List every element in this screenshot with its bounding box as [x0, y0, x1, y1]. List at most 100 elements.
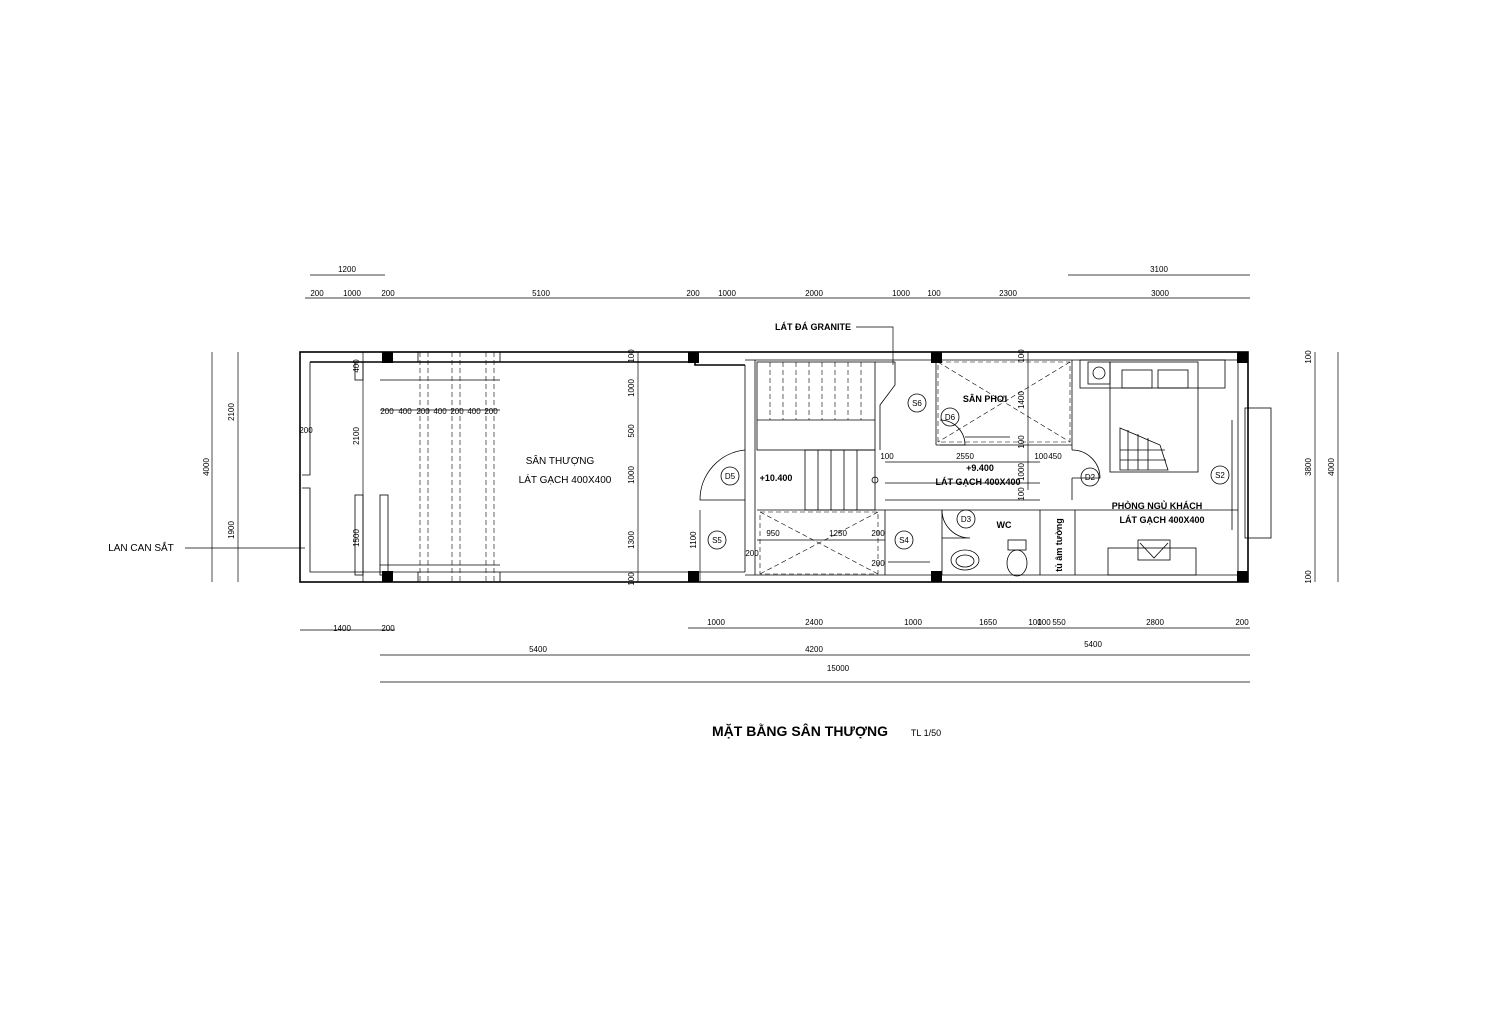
dim-top2: 2000 — [805, 289, 823, 298]
outer-wall-line — [299, 351, 1249, 583]
terrace-pergola — [354, 352, 501, 582]
drying-yard-skylight — [937, 361, 1071, 443]
terrace-inner-wall-top — [310, 361, 745, 366]
wc-fixtures — [950, 539, 1028, 577]
door-swing-d5 — [699, 449, 746, 501]
column — [382, 571, 393, 582]
granite-leader — [856, 326, 894, 365]
dim-bot1: 1000 — [707, 618, 725, 627]
dim-wc: 100 — [1017, 349, 1026, 363]
guest-floor-label: LÁT GẠCH 400X400 — [1119, 515, 1204, 525]
tag-s6: S6 — [912, 399, 922, 408]
dim-bot1: 2800 — [1146, 618, 1164, 627]
dim-top2: 200 — [381, 289, 395, 298]
dimension-text: 1200 3100 200 1000 200 5100 200 1000 200… — [202, 265, 1336, 673]
dim-left: 1900 — [227, 521, 236, 539]
wc-label: WC — [997, 520, 1012, 530]
column — [1237, 571, 1248, 582]
stair-lower-run — [804, 449, 876, 511]
guest-room-label: PHÒNG NGỦ KHÁCH — [1112, 500, 1203, 511]
dim-mid: 1000 — [627, 379, 636, 397]
dim-inner: 400 — [467, 407, 481, 416]
doors — [699, 419, 1101, 539]
dim-bot1: 550 — [1052, 618, 1066, 627]
dim-mid: 100 — [627, 572, 636, 586]
dim-top2: 200 — [686, 289, 700, 298]
dim-mid: 1300 — [627, 531, 636, 549]
dim-left: 1500 — [352, 529, 361, 547]
dim-right: 3800 — [1304, 458, 1313, 476]
bedside-lamp-shade — [1092, 366, 1106, 380]
bed-pillow — [1121, 369, 1153, 389]
stair-void-cross — [759, 511, 879, 575]
dim-bot2: 5400 — [1084, 640, 1102, 649]
tag-s6-circle — [907, 393, 927, 413]
wash-basin — [950, 549, 980, 571]
dim-bot1: 200 — [1235, 618, 1249, 627]
plan-title: MẶT BẰNG SÂN THƯỢNG — [712, 722, 888, 739]
dim-bot1: 100 — [1028, 618, 1042, 627]
plan-scale: TL 1/50 — [911, 728, 941, 738]
dim-inner-h: 1250 — [829, 529, 847, 538]
railing-note: LAN CAN SẮT — [108, 541, 174, 554]
dim-mid: 1100 — [689, 531, 698, 549]
tag-s5: S5 — [712, 536, 722, 545]
dim-wc: 1400 — [1017, 391, 1026, 409]
tag-d2: D2 — [1085, 473, 1096, 482]
wash-basin-bowl — [955, 554, 975, 568]
tag-d5: D5 — [725, 472, 736, 481]
yard-cross — [937, 361, 1071, 443]
dim-top1: 1200 — [338, 265, 356, 274]
dim-left: 4000 — [202, 458, 211, 476]
drying-yard-label: SÂN PHƠI — [963, 393, 1007, 404]
dim-top2: 1000 — [718, 289, 736, 298]
dim-left: 200 — [299, 426, 313, 435]
dim-left: 2100 — [227, 403, 236, 421]
granite-note: LÁT ĐÁ GRANITE — [775, 322, 851, 332]
column — [688, 571, 699, 582]
door-swing-d2 — [1071, 449, 1101, 479]
dim-bot2: 4200 — [805, 645, 823, 654]
room-labels: SÂN THƯỢNG LÁT GẠCH 400X400 SÂN PHƠI +9.… — [519, 393, 1205, 572]
stair-arrow-mark — [871, 476, 879, 484]
dim-top2: 100 — [927, 289, 941, 298]
toilet-tank — [1007, 539, 1027, 551]
dim-bot2: 5400 — [529, 645, 547, 654]
staircase — [756, 361, 896, 575]
tag-d3: D3 — [961, 515, 972, 524]
toilet-bowl — [1006, 549, 1028, 577]
dim-inner: 200 — [380, 407, 394, 416]
tag-s2: S2 — [1215, 471, 1225, 480]
dim-mid: 500 — [627, 424, 636, 438]
tag-d3-circle — [956, 509, 976, 529]
desk — [1107, 547, 1197, 576]
dim-bot1: 200 — [381, 624, 395, 633]
bed-blanket — [1119, 427, 1169, 471]
dim-bot1: 1650 — [979, 618, 997, 627]
desk-chair — [1137, 539, 1171, 561]
yard-opening — [937, 361, 1071, 443]
stair-granite-edge — [875, 361, 896, 450]
desk-chair-back — [1139, 542, 1169, 559]
element-tags: D5 D6 D2 D3 S2 S4 S5 S6 — [707, 393, 1230, 550]
columns — [382, 352, 1248, 582]
interior-walls — [884, 360, 1238, 575]
dimension-lines — [185, 274, 1339, 683]
tag-s2-circle — [1210, 465, 1230, 485]
dim-bot3: 15000 — [827, 664, 850, 673]
wardrobe-label: tủ âm tường — [1054, 518, 1064, 571]
terrace-floor-label: LÁT GẠCH 400X400 — [519, 473, 612, 486]
hall-floor-label: LÁT GẠCH 400X400 — [935, 477, 1020, 487]
dim-inner-h: 200 — [871, 529, 885, 538]
tag-s4-circle — [894, 530, 914, 550]
dim-wc: 100 — [1017, 487, 1026, 501]
dim-top2: 2300 — [999, 289, 1017, 298]
dim-top2: 200 — [310, 289, 324, 298]
outer-walls — [299, 351, 1249, 583]
dim-inner: 200 — [484, 407, 498, 416]
dim-top1: 3100 — [1150, 265, 1168, 274]
terrace-inner-wall-bottom — [302, 487, 745, 573]
dim-inner: 400 — [433, 407, 447, 416]
column — [1237, 352, 1248, 363]
